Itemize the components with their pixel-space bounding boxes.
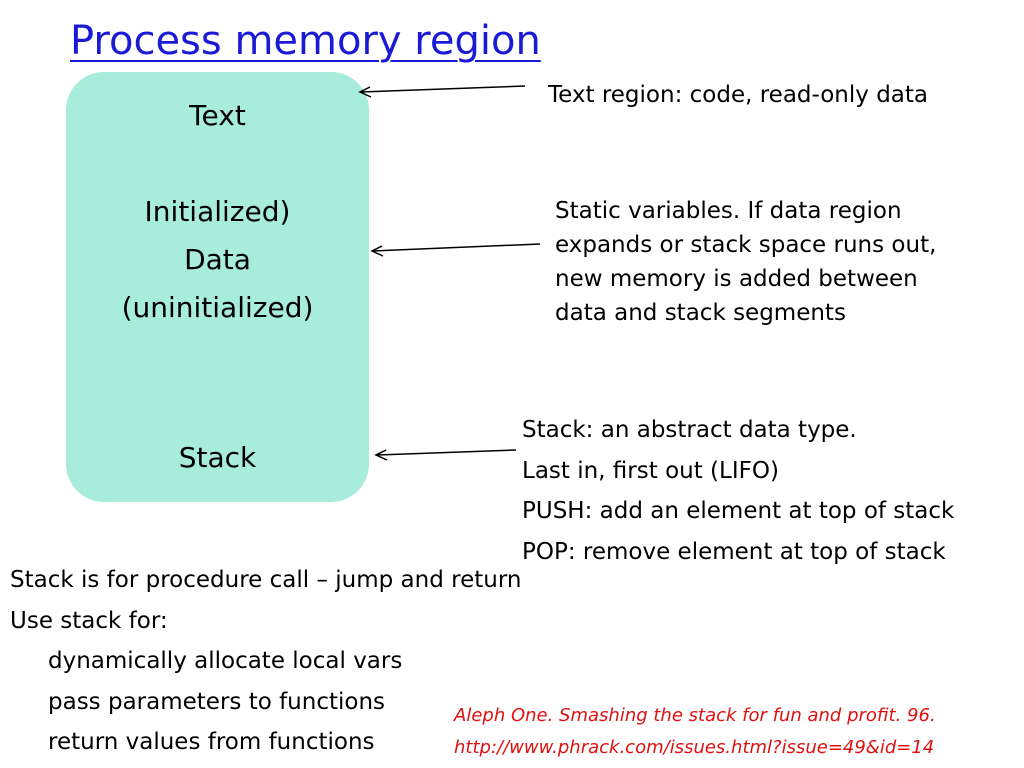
text-region-note: Text region: code, read-only data xyxy=(548,82,929,108)
usage-item: return values from functions xyxy=(48,729,375,755)
data-segment-line: Data xyxy=(184,243,251,276)
usage-item: pass parameters to functions xyxy=(48,688,386,715)
stack-segment-label: Stack xyxy=(178,441,257,474)
stack-usage-list: Stack is for procedure call – jump and r… xyxy=(10,560,521,763)
note-line: Last in, first out (LIFO) xyxy=(522,457,779,484)
memory-region-box: Text Initialized) Data (uninitialized) S… xyxy=(66,72,369,502)
reference: Aleph One. Smashing the stack for fun an… xyxy=(454,700,936,764)
note-line: Stack: an abstract data type. xyxy=(522,417,857,443)
page-title: Process memory region xyxy=(70,18,541,64)
usage-line: Use stack for: xyxy=(10,607,168,634)
data-region-arrow xyxy=(370,243,541,257)
stack-region-arrow xyxy=(374,449,517,461)
data-segment-line: Initialized) xyxy=(144,195,291,228)
data-segment-line: (uninitialized) xyxy=(121,291,314,324)
data-segment-label: Initialized) Data (uninitialized) xyxy=(66,188,369,332)
text-segment-label: Text xyxy=(189,99,246,132)
note-line: PUSH: add an element at top of stack xyxy=(522,498,955,524)
text-region-arrow xyxy=(358,85,526,98)
stack-region-note: Stack: an abstract data type. Last in, f… xyxy=(522,410,954,572)
data-region-note: Static variables. If data region expands… xyxy=(555,194,936,330)
usage-item: dynamically allocate local vars xyxy=(48,648,403,674)
note-line: new memory is added between xyxy=(555,266,918,292)
note-line: expands or stack space runs out, xyxy=(555,232,937,258)
reference-url[interactable]: http://www.phrack.com/issues.html?issue=… xyxy=(454,737,935,758)
reference-citation: Aleph One. Smashing the stack for fun an… xyxy=(454,705,936,726)
note-line: data and stack segments xyxy=(555,300,846,326)
usage-line: Stack is for procedure call – jump and r… xyxy=(10,567,522,593)
note-line: Static variables. If data region xyxy=(555,198,902,224)
note-line: POP: remove element at top of stack xyxy=(522,538,946,565)
